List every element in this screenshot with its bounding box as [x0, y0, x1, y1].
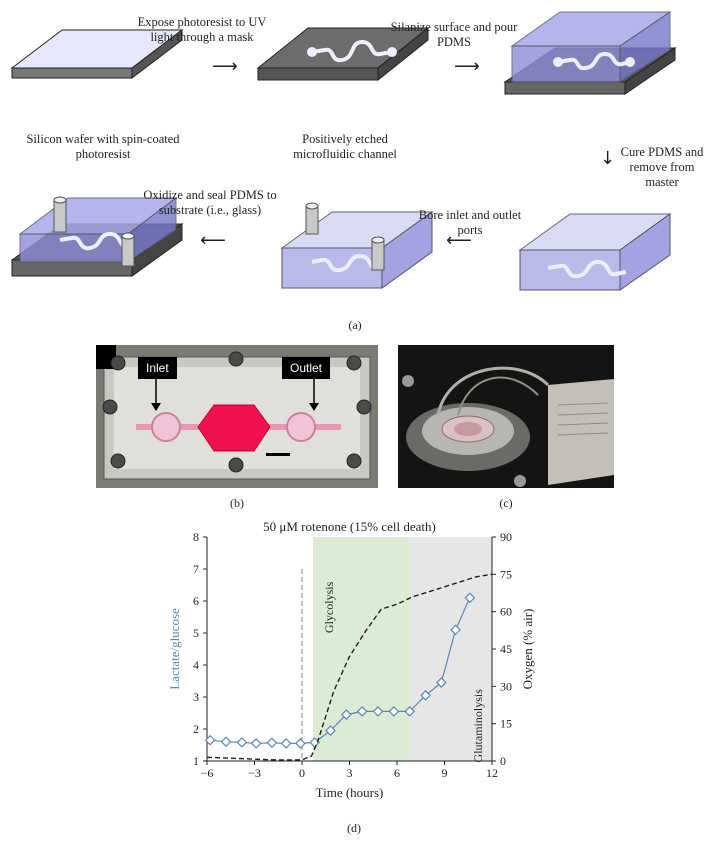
y2-tick-label: 90 [500, 530, 512, 544]
pdms-poured-illustration [503, 11, 677, 95]
data-point [250, 738, 262, 749]
etched-channel-illustration [256, 26, 430, 82]
arrow-right-1: ⟶ [212, 56, 238, 77]
x-tick-label: −3 [248, 766, 261, 780]
x-tick-label: 0 [299, 766, 305, 780]
y-tick-label: 2 [193, 722, 199, 736]
y-tick-label: 7 [193, 562, 199, 576]
y-axis-label: Lactate/glucose [167, 608, 182, 690]
step1-caption: Silicon wafer with spin-coated photoresi… [26, 132, 180, 161]
y-tick-label: 5 [193, 626, 199, 640]
x-tick-label: 9 [442, 766, 448, 780]
y2-tick-label: 60 [500, 605, 512, 619]
y-tick-label: 6 [193, 594, 199, 608]
series-line-oxygen [206, 573, 493, 761]
data-point [404, 706, 416, 717]
data-point [450, 624, 461, 636]
arrow-down: ↓ [600, 148, 616, 169]
y2-axis-label: Oxygen (% air) [520, 609, 535, 690]
step2-action-caption: Expose photoresist to UV light through a… [137, 15, 267, 44]
x-tick-label: −6 [201, 766, 214, 780]
y2-tick-label: 45 [500, 642, 512, 656]
region-glycolysis [313, 537, 410, 761]
step4-action-caption: Cure PDMS and remove from master [620, 145, 704, 189]
data-point [464, 592, 476, 604]
step6-action-caption: Oxidize and seal PDMS to substrate (i.e.… [143, 188, 277, 217]
data-point [204, 734, 216, 746]
chart-title: 50 μM rotenone (15% cell death) [263, 519, 436, 534]
outlet-label: Outlet [282, 357, 331, 379]
silicon-wafer-illustration [10, 28, 184, 80]
panel-c-label: (c) [499, 496, 513, 510]
x-tick-label: 6 [394, 766, 400, 780]
data-point [280, 738, 292, 749]
y2-tick-label: 15 [500, 717, 512, 731]
y-tick-label: 8 [193, 530, 199, 544]
data-point [435, 677, 447, 688]
data-point [372, 706, 384, 717]
arrow-left-1: ⟵ [446, 230, 472, 251]
data-point [325, 725, 336, 736]
data-point [420, 690, 431, 701]
y2-tick-label: 75 [500, 567, 512, 581]
y2-tick-label: 0 [500, 754, 506, 768]
step5-action-caption: Bore inlet and outlet ports [418, 208, 522, 237]
device-setup-photo [398, 345, 614, 488]
x-tick-label: 3 [347, 766, 353, 780]
data-point [266, 737, 278, 749]
region-label-glutaminolysis: Glutaminolysis [471, 689, 485, 763]
step2-caption: Positively etched microfluidic channel [293, 132, 397, 161]
arrow-left-2: ⟵ [200, 230, 226, 251]
y-tick-label: 4 [193, 658, 199, 672]
data-point [340, 709, 352, 720]
arrow-right-2: ⟶ [454, 56, 480, 77]
data-point [356, 706, 368, 717]
y-tick-label: 3 [193, 690, 199, 704]
x-axis-label: Time (hours) [316, 785, 384, 800]
step3-action-caption: Silanize surface and pour PDMS [390, 20, 518, 49]
panel-a-label: (a) [348, 318, 362, 332]
data-point [388, 706, 400, 717]
x-tick-label: 12 [486, 766, 498, 780]
cured-pdms-illustration [518, 213, 672, 291]
data-point [220, 736, 232, 748]
panel-b-label: (b) [230, 496, 244, 510]
sealed-device-illustration [10, 196, 184, 277]
y2-tick-label: 30 [500, 679, 512, 693]
data-point [295, 738, 306, 749]
data-point [236, 737, 248, 748]
fabrication-diagram [10, 11, 677, 291]
bored-ports-illustration [280, 202, 434, 289]
region-label-glycolysis: Glycolysis [322, 581, 336, 633]
inlet-label: Inlet [138, 357, 177, 379]
y-tick-label: 1 [193, 754, 199, 768]
bioreactor-photo [96, 345, 378, 488]
inlet-outlet-arrows [151, 379, 319, 411]
panel-d-label: (d) [347, 821, 361, 835]
